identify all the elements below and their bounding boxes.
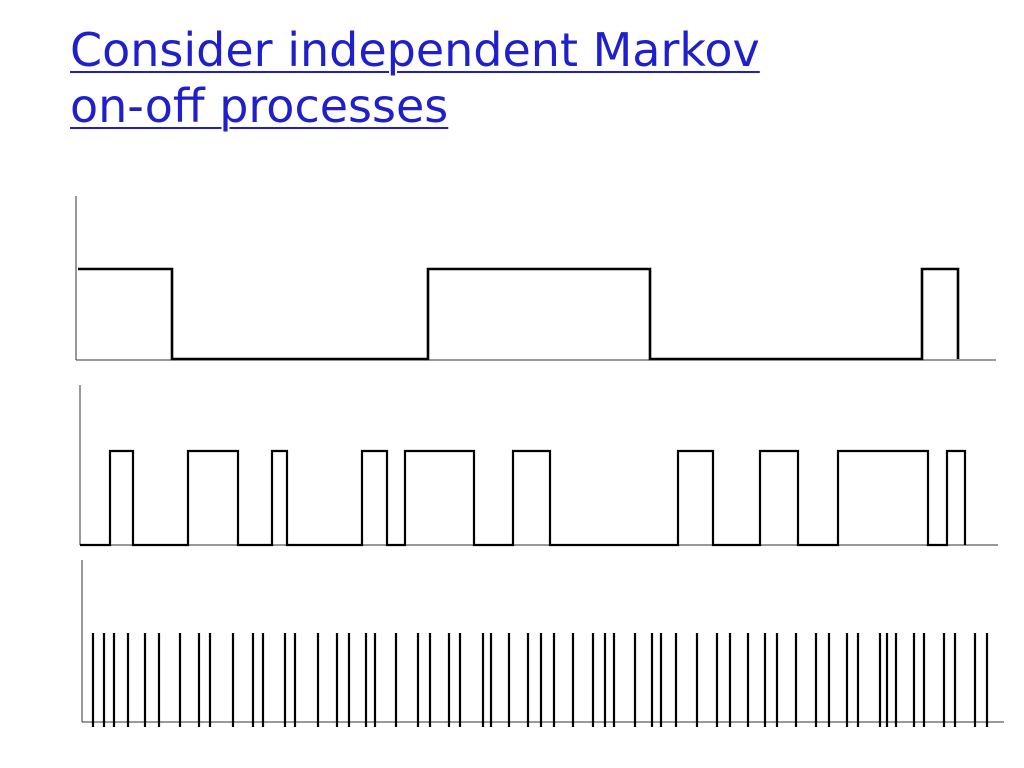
on-off-signal [80,449,967,547]
title-line-1: Consider independent Markov [70,23,760,77]
fast-process-panel [81,560,1004,727]
title-line-2: on-off processes [70,79,449,133]
medium-process-panel [79,385,998,547]
slide-title: Consider independent Markov on-off proce… [70,22,970,134]
on-off-signal [78,267,960,361]
slow-process-panel [75,196,996,361]
